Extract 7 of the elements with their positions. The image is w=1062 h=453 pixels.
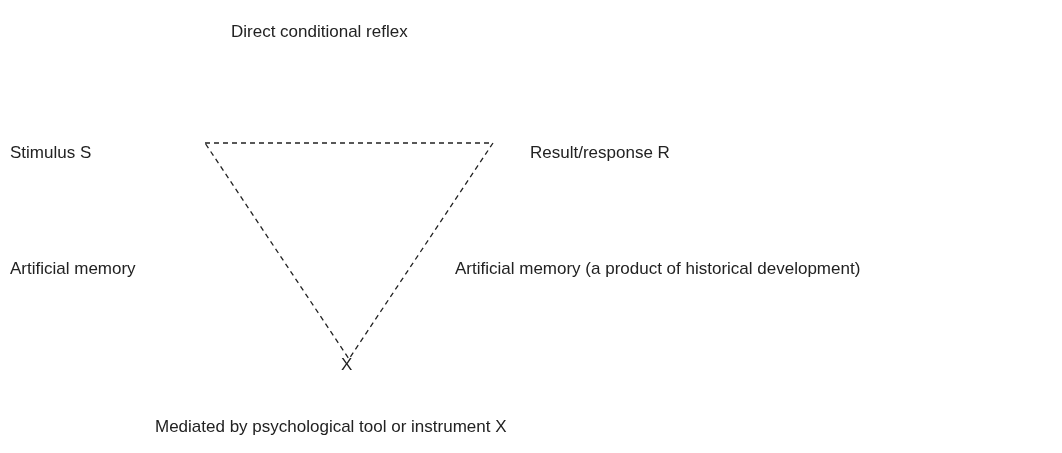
diagram-label: Mediated by psychological tool or instrument X	[155, 416, 507, 438]
diagram-label: Stimulus S	[10, 142, 92, 164]
diagram-label: Artificial memory (a product of historical development)	[455, 258, 862, 280]
diagram-label: Result/response R	[530, 142, 670, 164]
diagram-label: Direct conditional reflex	[231, 21, 408, 43]
diagram-label: X	[341, 354, 353, 376]
diagram-label: Artificial memory	[10, 258, 136, 280]
